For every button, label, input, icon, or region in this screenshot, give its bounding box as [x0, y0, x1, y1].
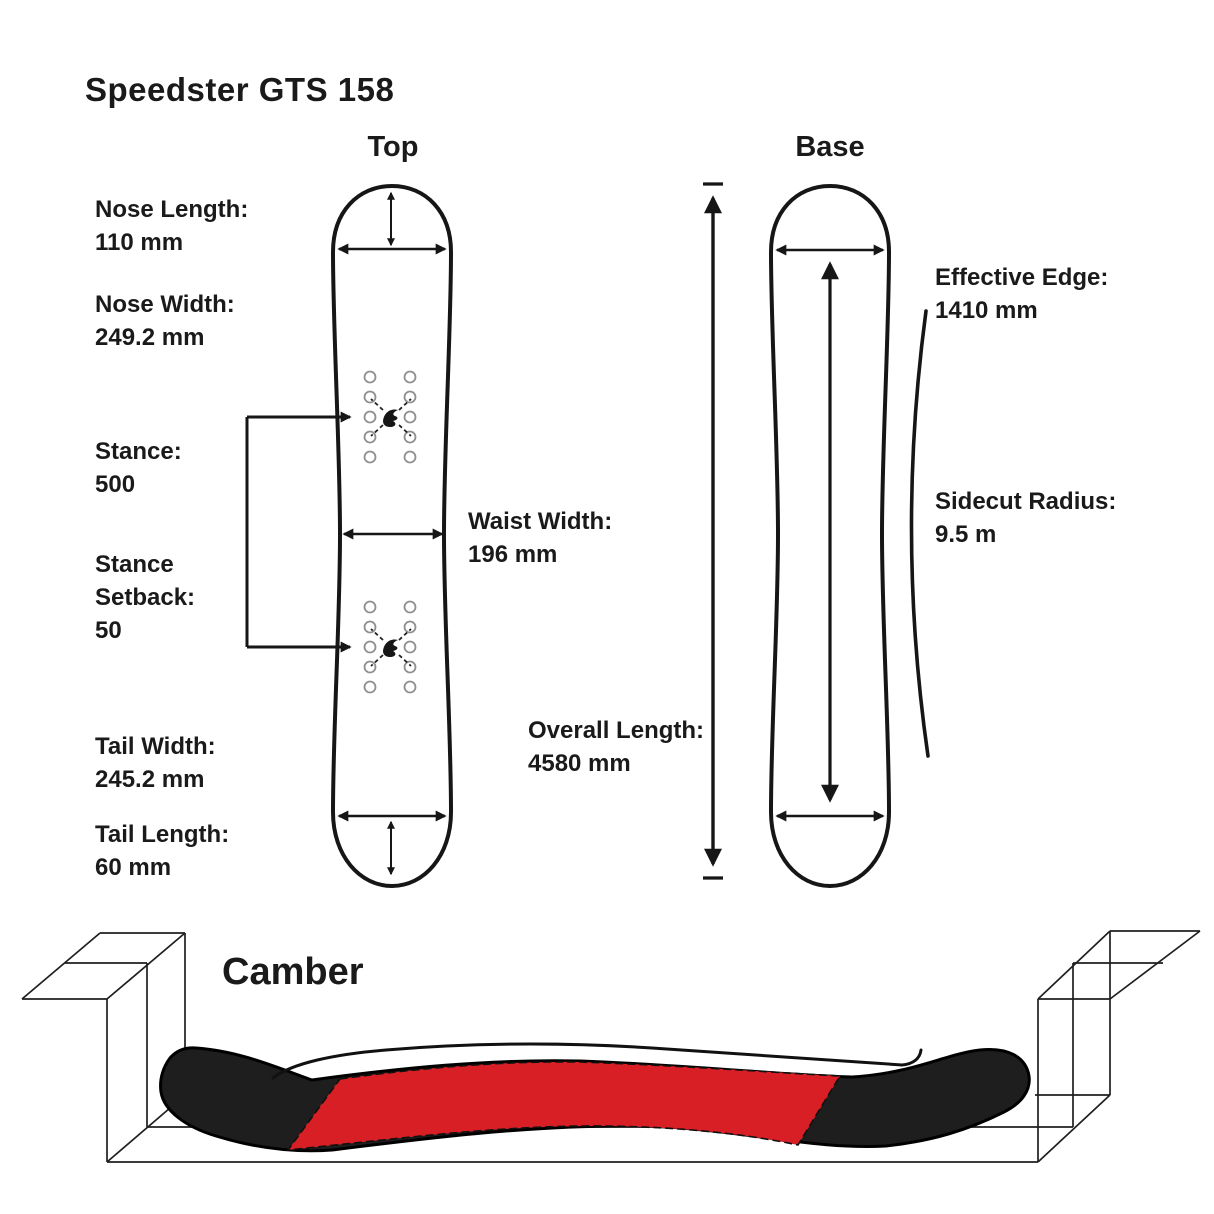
tail-length-label: Tail Length: 60 mm: [95, 818, 229, 884]
effective-edge-label: Effective Edge: 1410 mm: [935, 261, 1108, 327]
spec-value: 60 mm: [95, 854, 172, 881]
camber-board-red-core: [286, 1061, 842, 1151]
spec-value: 50: [95, 617, 122, 644]
nose-length-label: Nose Length: 110 mm: [95, 193, 248, 259]
spec-label: Overall Length:: [528, 717, 705, 744]
page-title: Speedster GTS 158: [85, 71, 395, 108]
spec-label: Effective Edge:: [935, 264, 1109, 291]
spec-label: Stance: [95, 551, 174, 578]
brand-logo-icon: [383, 409, 398, 427]
spec-label: Setback:: [95, 584, 196, 611]
spec-label: Sidecut Radius:: [935, 488, 1117, 515]
camber-heading: Camber: [222, 951, 364, 993]
spec-value: 245.2 mm: [95, 766, 205, 793]
stance-setback-label: Stance Setback: 50: [95, 548, 195, 647]
insert-pattern-rear: [363, 600, 417, 694]
spec-value: 249.2 mm: [95, 324, 205, 351]
spec-value: 4580 mm: [528, 750, 631, 777]
sidecut-radius-label: Sidecut Radius: 9.5 m: [935, 485, 1116, 551]
spec-label: Tail Width:: [95, 733, 216, 760]
spec-label: Stance:: [95, 438, 182, 465]
left-block-wireframe: [21, 932, 186, 1162]
spec-value: 9.5 m: [935, 521, 997, 548]
waist-width-label: Waist Width: 196 mm: [468, 505, 612, 571]
spec-value: 1410 mm: [935, 297, 1038, 324]
spec-label: Tail Length:: [95, 821, 230, 848]
stance-label: Stance: 500: [95, 435, 182, 501]
top-view-board-outline: [330, 183, 454, 889]
overall-length-arrow: [703, 182, 723, 880]
spec-value: 196 mm: [468, 541, 558, 568]
nose-width-label: Nose Width: 249.2 mm: [95, 288, 235, 354]
insert-pattern-front: [363, 370, 417, 464]
top-view-heading: Top: [367, 131, 419, 163]
right-block-wireframe: [1035, 930, 1201, 1163]
spec-value: 110 mm: [95, 229, 184, 256]
camber-reference-line: [271, 1042, 923, 1080]
sidecut-arc: [909, 309, 930, 758]
spec-label: Waist Width:: [468, 508, 613, 535]
base-view-heading: Base: [795, 131, 865, 163]
tail-width-label: Tail Width: 245.2 mm: [95, 730, 216, 796]
spec-value: 500: [95, 471, 136, 498]
stance-bracket: [245, 411, 352, 653]
spec-label: Nose Length:: [95, 196, 249, 223]
overall-length-label: Overall Length: 4580 mm: [528, 714, 704, 780]
spec-label: Nose Width:: [95, 291, 235, 318]
brand-logo-icon: [383, 639, 398, 657]
